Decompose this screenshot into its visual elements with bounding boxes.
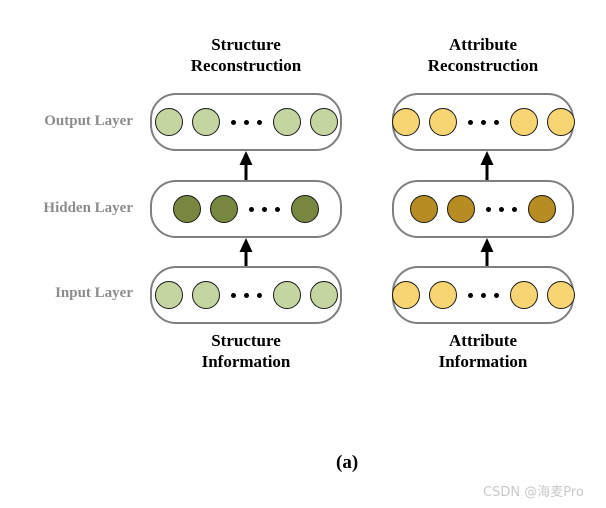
- structure-output-nodes: [154, 108, 338, 136]
- attribute-output-layer-box: [391, 93, 575, 151]
- ellipsis-dots: [220, 119, 273, 125]
- neuron: [391, 281, 420, 309]
- csdn-watermark: CSDN @海麦Pro: [483, 485, 584, 500]
- neuron: [309, 281, 338, 309]
- attribute-arrow-input-to-hidden: [473, 238, 501, 273]
- structure-title-line-2: Reconstruction: [190, 56, 302, 75]
- structure-title-line-1: Structure: [211, 35, 281, 54]
- attribute-caption-line-2: Information: [438, 352, 528, 371]
- neuron: [391, 108, 420, 136]
- row-label-input-layer: Input Layer: [55, 285, 133, 301]
- attribute-output-nodes: [391, 108, 575, 136]
- attribute-title-line-2: Reconstruction: [427, 56, 539, 75]
- neuron: [447, 195, 475, 223]
- attribute-input-layer-box: [391, 266, 575, 324]
- ellipsis-dots: [457, 119, 510, 125]
- structure-branch-title: Structure Reconstruction: [150, 34, 342, 76]
- structure-output-layer-box: [150, 93, 342, 151]
- structure-caption-line-2: Information: [201, 352, 291, 371]
- ellipsis-dots: [457, 292, 510, 298]
- neuron: [173, 195, 201, 223]
- attribute-branch-caption: Attribute Information: [392, 330, 574, 372]
- attribute-arrow-hidden-to-output: [473, 151, 501, 186]
- attribute-branch-title: Attribute Reconstruction: [392, 34, 574, 76]
- neuron: [291, 195, 319, 223]
- neuron: [528, 195, 556, 223]
- neuron: [509, 281, 538, 309]
- neuron: [509, 108, 538, 136]
- attribute-hidden-layer-box: [392, 180, 574, 238]
- neuron: [154, 108, 183, 136]
- neuron: [428, 281, 457, 309]
- figure-label: (a): [336, 452, 359, 473]
- ellipsis-dots: [238, 206, 291, 212]
- neuron: [272, 281, 301, 309]
- neuron: [191, 281, 220, 309]
- ellipsis-dots: [220, 292, 273, 298]
- neuron: [154, 281, 183, 309]
- structure-input-nodes: [154, 281, 338, 309]
- neuron: [210, 195, 238, 223]
- neuron: [546, 108, 575, 136]
- structure-hidden-nodes: [173, 195, 319, 223]
- row-label-hidden-layer: Hidden Layer: [43, 200, 133, 216]
- neuron: [309, 108, 338, 136]
- structure-arrow-hidden-to-output: [232, 151, 260, 186]
- structure-branch-caption: Structure Information: [150, 330, 342, 372]
- row-label-output-layer: Output Layer: [44, 113, 133, 129]
- neuron: [410, 195, 438, 223]
- attribute-title-line-1: Attribute: [449, 35, 517, 54]
- ellipsis-dots: [475, 206, 528, 212]
- structure-hidden-layer-box: [150, 180, 342, 238]
- neuron: [272, 108, 301, 136]
- neuron: [191, 108, 220, 136]
- attribute-caption-line-1: Attribute: [449, 331, 517, 350]
- neuron: [428, 108, 457, 136]
- attribute-hidden-nodes: [410, 195, 556, 223]
- structure-caption-line-1: Structure: [211, 331, 281, 350]
- neuron: [546, 281, 575, 309]
- structure-arrow-input-to-hidden: [232, 238, 260, 273]
- attribute-input-nodes: [391, 281, 575, 309]
- structure-input-layer-box: [150, 266, 342, 324]
